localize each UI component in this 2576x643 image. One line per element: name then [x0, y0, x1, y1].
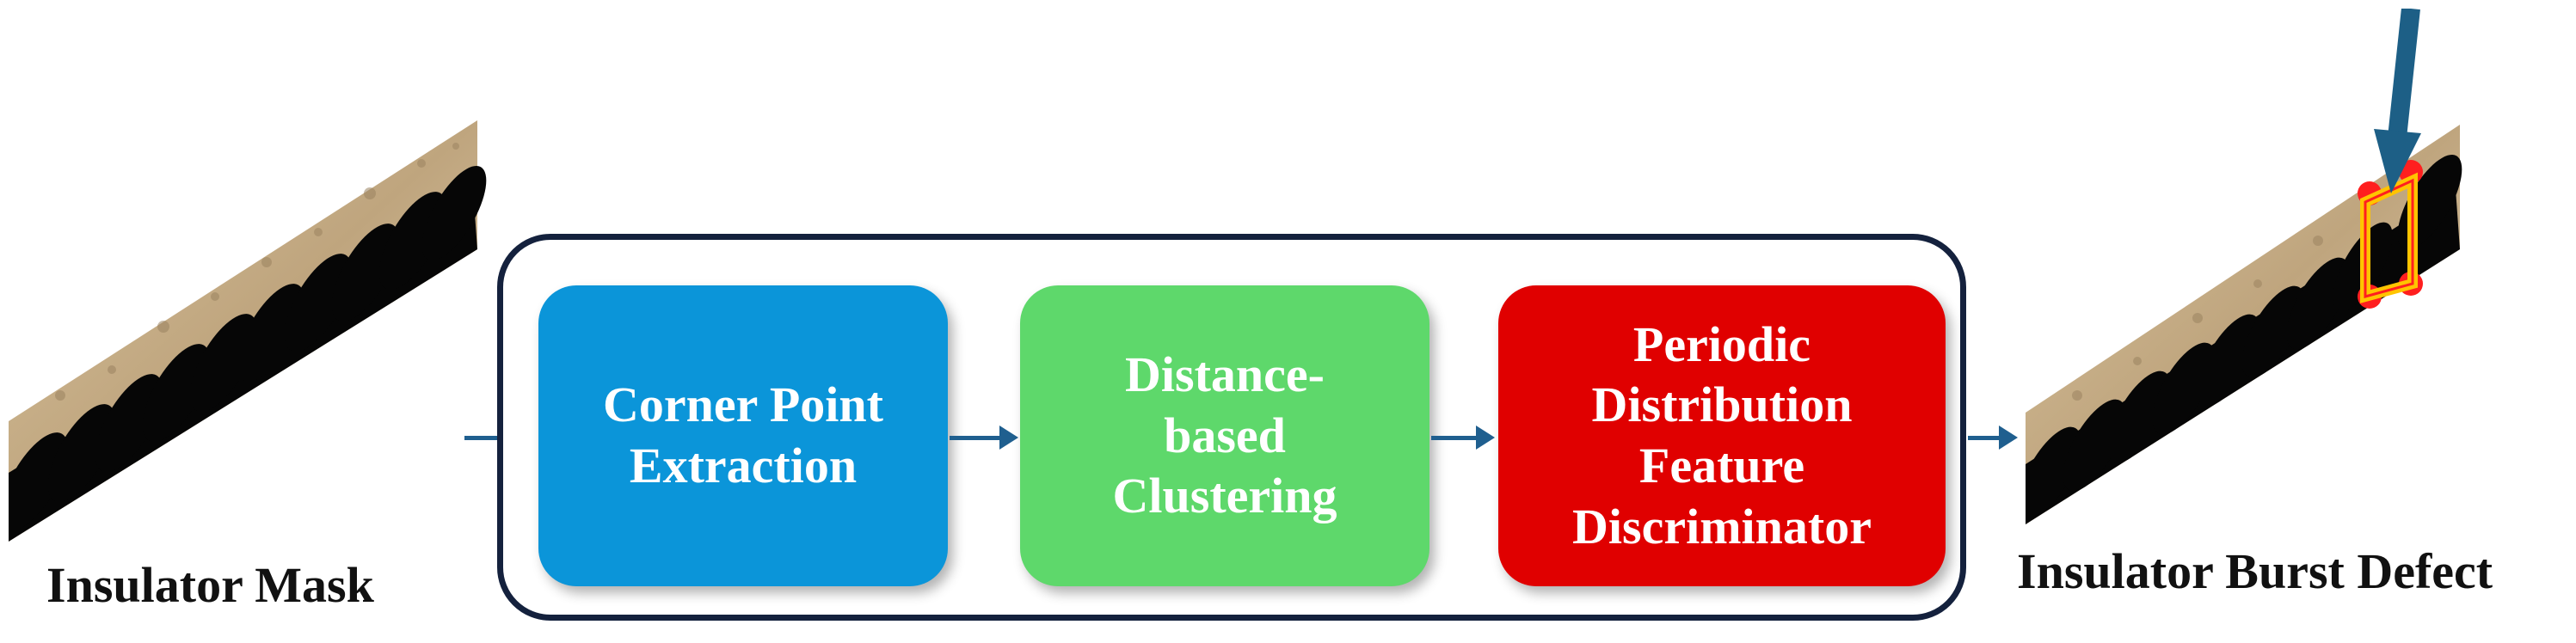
- arrow-input-to-pipeline: [464, 436, 523, 440]
- arrow-pipeline-to-output: [1968, 436, 2002, 440]
- stage-3-label: Periodic Distribution Feature Discrimina…: [1572, 315, 1872, 554]
- insulator-discs: [9, 165, 487, 542]
- output-caption: Insulator Burst Defect: [2017, 543, 2493, 599]
- arrow-head-stage2: [999, 426, 1018, 450]
- arrow-stage1-to-stage2: [950, 436, 1003, 440]
- stage-2-label: Distance- based Clustering: [1112, 346, 1337, 524]
- defect-markers: [2358, 160, 2423, 309]
- arrow-head-output: [1999, 426, 2018, 450]
- insulator-mask-image: [9, 120, 487, 542]
- stage-1-label: Corner Point Extraction: [603, 377, 883, 493]
- arrow-head-stage3: [1476, 426, 1495, 450]
- insulator-defect-image: [2026, 9, 2462, 524]
- defect-pointer-arrow-icon: [2374, 9, 2421, 193]
- insulator-discs: [2026, 154, 2462, 524]
- stage-corner-point-extraction: Corner Point Extraction: [538, 285, 948, 586]
- arrow-stage2-to-stage3: [1431, 436, 1479, 440]
- input-caption: Insulator Mask: [46, 557, 374, 613]
- stage-periodic-distribution-feature-discriminator: Periodic Distribution Feature Discrimina…: [1498, 285, 1946, 586]
- stage-distance-based-clustering: Distance- based Clustering: [1020, 285, 1429, 586]
